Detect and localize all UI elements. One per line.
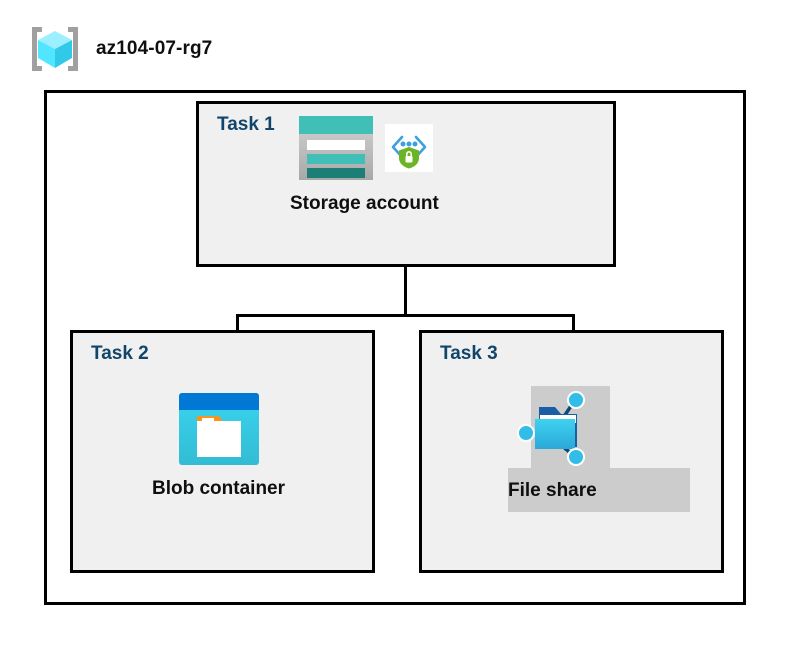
storage-account-icon bbox=[295, 112, 377, 184]
storage-icon-row bbox=[295, 112, 434, 184]
file-share-icon bbox=[509, 385, 595, 471]
blob-container-label: Blob container bbox=[152, 478, 286, 499]
storage-account-label: Storage account bbox=[290, 193, 439, 214]
connector-horizontal-bus bbox=[236, 314, 575, 317]
file-share-label: File share bbox=[508, 480, 597, 501]
task-3-label: Task 3 bbox=[440, 343, 498, 364]
blob-container-tile[interactable]: Blob container bbox=[152, 389, 285, 500]
blob-container-icon bbox=[175, 389, 263, 469]
storage-account-tile[interactable]: Storage account bbox=[290, 112, 439, 215]
connector-storage-to-bus bbox=[404, 228, 407, 316]
file-share-tile[interactable]: File share bbox=[508, 385, 597, 502]
resource-group-header: az104-07-rg7 bbox=[28, 24, 212, 74]
task-2-label: Task 2 bbox=[91, 343, 149, 364]
resource-group-icon bbox=[28, 24, 82, 74]
secure-endpoint-shield-icon bbox=[385, 124, 434, 172]
resource-group-name: az104-07-rg7 bbox=[96, 38, 213, 59]
task-1-label: Task 1 bbox=[217, 114, 275, 135]
file-share-label-highlight bbox=[508, 468, 690, 512]
